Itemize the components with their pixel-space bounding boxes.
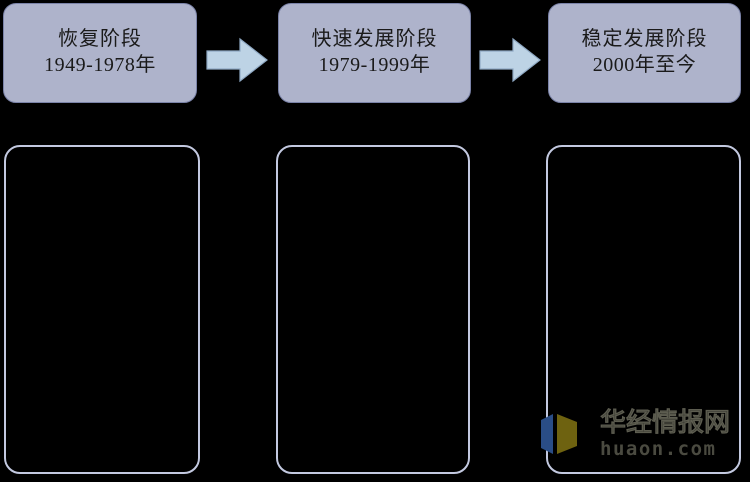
right-arrow-icon [206, 37, 268, 83]
stage-period: 1949-1978年 [44, 54, 156, 76]
detail-panel-stable-development[interactable] [546, 145, 741, 474]
detail-panel-text [278, 147, 468, 175]
detail-panel-text [6, 147, 198, 175]
right-arrow-icon [479, 37, 541, 83]
stage-name: 恢复阶段 [58, 28, 142, 51]
stage-period: 2000年至今 [592, 54, 697, 76]
stage-name: 稳定发展阶段 [581, 28, 708, 51]
detail-panel-recovery[interactable] [4, 145, 200, 474]
stage-period: 1979-1999年 [318, 54, 431, 76]
stage-box-rapid-development[interactable]: 快速发展阶段 1979-1999年 [278, 3, 471, 103]
stage-name: 快速发展阶段 [311, 28, 438, 51]
detail-panel-rapid-development[interactable] [276, 145, 470, 474]
stage-box-stable-development[interactable]: 稳定发展阶段 2000年至今 [548, 3, 741, 103]
detail-panel-text [548, 147, 739, 175]
stage-box-recovery[interactable]: 恢复阶段 1949-1978年 [3, 3, 197, 103]
